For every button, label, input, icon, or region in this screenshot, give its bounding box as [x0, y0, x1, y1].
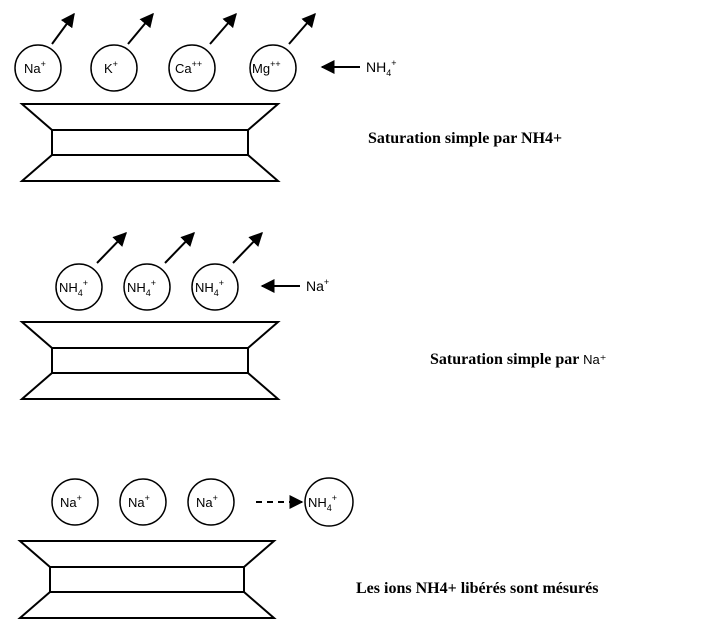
ion-nh4: NH4+	[55, 231, 127, 311]
ion-mg: Mg++	[249, 12, 316, 92]
incoming-ion-label: Na+	[306, 277, 329, 294]
panel-1: Na+ K+ Ca++ Mg++ NH4+	[14, 12, 397, 182]
ion-label: NH4+	[59, 278, 88, 298]
ion-label: K+	[104, 59, 118, 76]
released-nh4-ion: NH4+	[304, 477, 354, 527]
caption-text: Saturation simple par	[430, 351, 580, 368]
ion-label: NH4+	[127, 278, 156, 298]
ion-k: K+	[90, 12, 154, 92]
ion-label: Ca++	[175, 59, 202, 76]
ion-label: NH4+	[308, 493, 337, 513]
ion-na: Na+	[119, 478, 167, 526]
release-arrow	[96, 231, 127, 264]
release-arrow	[232, 231, 263, 264]
clay-sheet	[19, 103, 281, 182]
ion-label: Na+	[196, 493, 218, 510]
ion-nh4: NH4+	[123, 231, 195, 311]
release-arrow	[288, 12, 316, 45]
clay-sheet	[19, 321, 281, 400]
panel-3: Na+ Na+ Na+ NH4+	[17, 477, 354, 619]
ion-ca: Ca++	[168, 12, 237, 92]
ion-label: Na+	[60, 493, 82, 510]
ion-label: Na+	[128, 493, 150, 510]
release-arrow	[209, 12, 237, 45]
caption-sodium-saturation: Saturation simple par Na⁺	[430, 351, 607, 369]
caption-ammonium-saturation: Saturation simple par NH4+	[368, 130, 563, 147]
ion-na: Na+	[51, 478, 99, 526]
ion-label: NH4+	[195, 278, 224, 298]
panel-2: NH4+ NH4+ NH4+ Na+	[19, 231, 329, 400]
release-arrow	[51, 12, 75, 45]
caption-ion: Na⁺	[583, 352, 607, 367]
ion-label: Mg++	[252, 59, 281, 76]
release-arrow	[127, 12, 154, 45]
clay-sheet	[17, 540, 277, 619]
ion-label: Na+	[24, 59, 46, 76]
caption-released-measured: Les ions NH4+ libérés sont mésurés	[356, 580, 599, 597]
ion-na: Na+	[14, 12, 75, 92]
release-arrow	[164, 231, 195, 264]
ion-nh4: NH4+	[191, 231, 263, 311]
incoming-ion-label: NH4+	[366, 58, 397, 78]
ion-na: Na+	[187, 478, 235, 526]
